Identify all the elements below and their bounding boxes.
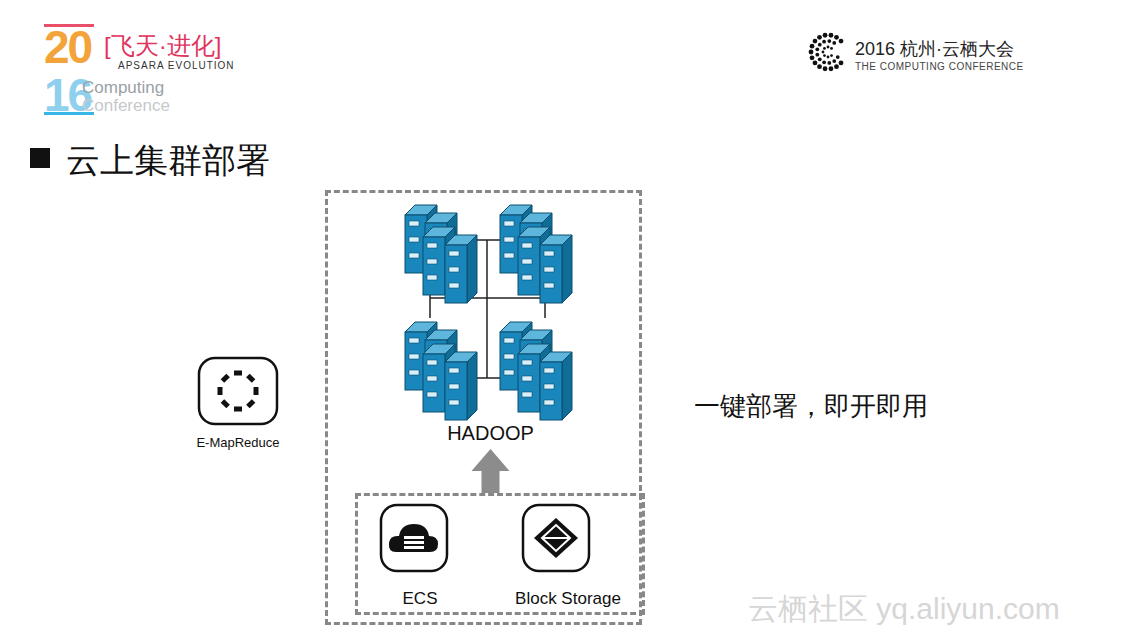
slogan: 一键部署，即开即用: [694, 389, 928, 424]
emr-node: E-MapReduce: [180, 355, 296, 451]
block-storage-node: Block Storage: [498, 509, 638, 609]
node-label: E-MapReduce: [194, 436, 281, 451]
node-label: ECS: [401, 589, 440, 609]
title-bullet: [30, 148, 50, 168]
logo-theme-en: APSARA EVOLUTION: [118, 60, 235, 71]
node-label: HADOOP: [445, 422, 536, 445]
block-arrow: [472, 449, 510, 493]
infrastructure-region: ECS Block Storage: [355, 493, 645, 615]
logo-sub: Conference: [82, 96, 170, 116]
block-storage-icon: [523, 505, 589, 571]
conference-name-en: THE COMPUTING CONFERENCE: [855, 61, 1024, 72]
conference-name: 2016 杭州·云栖大会: [855, 37, 1014, 61]
logo-year: 20: [44, 20, 91, 74]
hadoop-cluster: HADOOP: [398, 201, 583, 445]
emr-icon: [199, 358, 277, 424]
slide-title: 云上集群部署: [66, 138, 270, 184]
watermark: 云栖社区 yq.aliyun.com: [748, 589, 1060, 630]
logo-sub: Computing: [82, 78, 164, 98]
logo-theme: [飞天·进化]: [104, 30, 221, 62]
node-label: Block Storage: [513, 589, 623, 609]
conference-logo: [809, 33, 844, 71]
ecs-node: ECS: [376, 509, 464, 609]
server-racks: [405, 205, 572, 420]
cluster-region: HADOOP ECS Block Storage: [325, 190, 642, 625]
ecs-icon: [381, 505, 447, 571]
